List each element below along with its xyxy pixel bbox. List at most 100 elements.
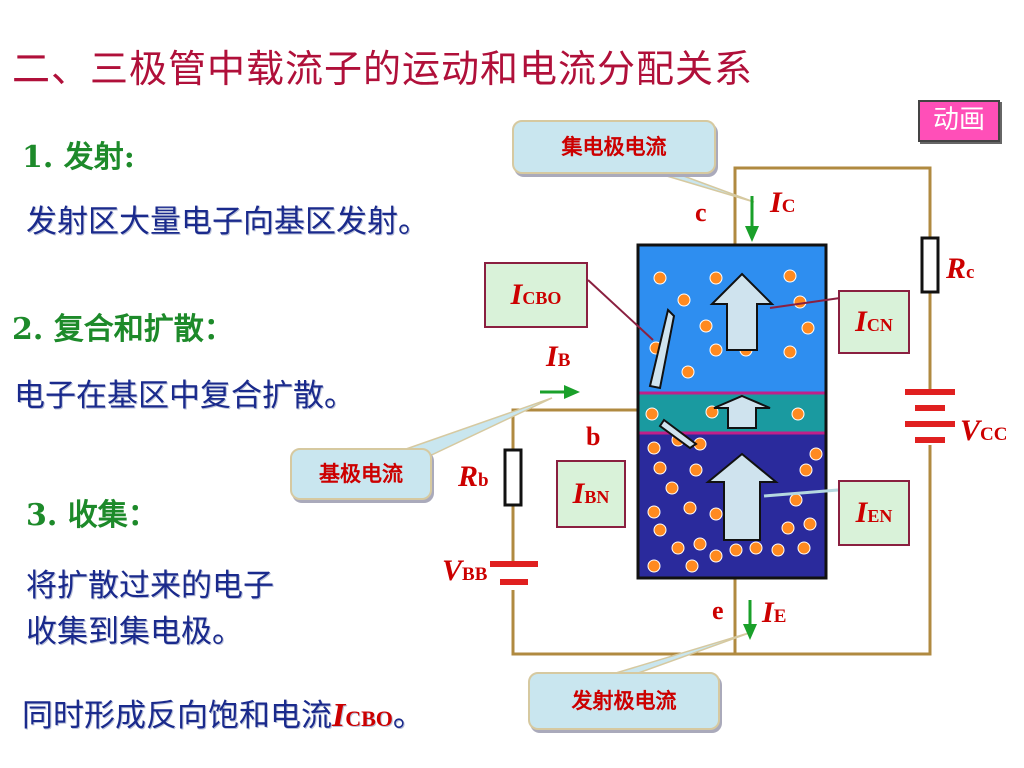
- icbo-inline-main: I: [332, 697, 346, 734]
- section-3-text-line2: 收集到集电极。: [26, 614, 243, 650]
- section-4-tail: 。: [392, 698, 424, 734]
- ien-label-box: IEN: [838, 480, 910, 546]
- current-arrows: [540, 196, 759, 640]
- terminal-e: e: [712, 596, 724, 625]
- resistors: [503, 236, 940, 507]
- ib-main: I: [546, 340, 558, 373]
- ic-label: IC: [770, 186, 795, 220]
- electron-22: [665, 481, 679, 495]
- electron-29: [671, 541, 685, 555]
- vbb-sub: BB: [462, 564, 488, 585]
- section-2-text: 电子在基区中复合扩散。: [14, 378, 355, 414]
- section-1-heading: 1. 发射:: [22, 140, 135, 175]
- electron-12: [645, 407, 659, 421]
- icbo-label-box: ICBO: [484, 262, 588, 328]
- transistor-outline: [636, 243, 828, 580]
- vbb-label: VBB: [442, 554, 487, 588]
- ibn-sub: BN: [584, 487, 610, 507]
- rb-main: R: [458, 460, 479, 493]
- ib-label: IB: [546, 340, 570, 374]
- electron-flow-arrows: [648, 272, 779, 541]
- electron-32: [749, 541, 763, 555]
- ibn-label-box: IBN: [556, 460, 626, 528]
- icn-label-box: ICN: [838, 290, 910, 354]
- electron-25: [709, 507, 723, 521]
- vcc-label: VCC: [960, 414, 1007, 448]
- electron-31: [729, 543, 743, 557]
- animation-button[interactable]: 动画: [918, 100, 1000, 142]
- circuit-wires: [511, 166, 932, 656]
- icbo-pointer: [587, 279, 654, 341]
- electron-37: [709, 549, 723, 563]
- electron-dots: [645, 269, 823, 573]
- section-3-heading: 3. 收集：: [26, 498, 158, 533]
- section-4-text: 同时形成反向饱和电流ICBO。: [22, 690, 424, 735]
- electron-28: [653, 523, 667, 537]
- icbo-sub: CBO: [522, 288, 562, 308]
- ic-main: I: [770, 186, 782, 219]
- electron-9: [681, 365, 695, 379]
- terminal-b: b: [586, 422, 601, 451]
- section-2-heading: 2. 复合和扩散：: [12, 312, 234, 347]
- terminal-c: c: [695, 198, 707, 227]
- base-wire: [511, 408, 638, 450]
- electron-5: [699, 319, 713, 333]
- icbo-flow-arrow: [648, 308, 676, 390]
- ie-main: I: [762, 596, 774, 629]
- section-1-text: 发射区大量电子向基区发射。: [26, 204, 429, 240]
- electron-27: [803, 517, 817, 531]
- emitter-flow-arrow: [705, 452, 779, 541]
- section-3-text-line1: 将扩散过来的电子: [26, 568, 274, 604]
- electron-8: [783, 345, 797, 359]
- ic-sub: C: [781, 196, 796, 217]
- collector-flow-arrow: [709, 272, 775, 351]
- emitter-current-callout: 发射极电流: [528, 672, 720, 730]
- icn-sub: CN: [866, 315, 893, 335]
- electron-7: [709, 343, 723, 357]
- icbo-inline-sub: CBO: [345, 706, 393, 731]
- ien-sub: EN: [867, 506, 893, 526]
- pointer-lines: [587, 279, 841, 498]
- electron-26: [789, 493, 803, 507]
- electron-23: [647, 505, 661, 519]
- electron-6: [793, 295, 807, 309]
- icn-pointer: [769, 297, 841, 309]
- electron-3: [677, 293, 691, 307]
- electron-35: [647, 559, 661, 573]
- ic-arrow-head: [745, 226, 759, 242]
- electron-2: [783, 269, 797, 283]
- electron-15: [647, 441, 661, 455]
- electron-1: [709, 271, 723, 285]
- icn-main: I: [855, 305, 867, 338]
- electron-14: [791, 407, 805, 421]
- ie-sub: E: [773, 606, 787, 627]
- page-title: 二、三极管中载流子的运动和电流分配关系: [12, 47, 754, 91]
- icbo-main: I: [510, 278, 523, 311]
- base-flow-arrow: [713, 394, 771, 429]
- ib-arrow-head: [564, 385, 580, 399]
- rc-main: R: [946, 252, 967, 285]
- resistor-rb: [503, 448, 523, 507]
- vcc-to-ground-wire: [511, 445, 932, 656]
- ie-label: IE: [762, 596, 786, 630]
- ie-arrow-head: [743, 624, 757, 640]
- rb-label: Rb: [458, 460, 489, 494]
- electron-21: [799, 463, 813, 477]
- ibn-flow-arrow: [658, 418, 698, 450]
- vcc-sub: CC: [980, 424, 1008, 445]
- batteries: [490, 389, 955, 585]
- rc-label: Rc: [946, 252, 974, 286]
- ien-pointer: [763, 488, 839, 498]
- electron-36: [685, 559, 699, 573]
- collector-wire: [733, 166, 932, 245]
- collector-current-callout: 集电极电流: [512, 120, 716, 174]
- ien-main: I: [855, 496, 868, 529]
- electron-11: [801, 321, 815, 335]
- section-4-label: 同时形成反向饱和电流: [22, 698, 332, 734]
- electron-33: [771, 543, 785, 557]
- base-current-callout: 基极电流: [290, 448, 432, 500]
- electron-20: [689, 463, 703, 477]
- electron-34: [797, 541, 811, 555]
- rc-sub: c: [966, 262, 975, 283]
